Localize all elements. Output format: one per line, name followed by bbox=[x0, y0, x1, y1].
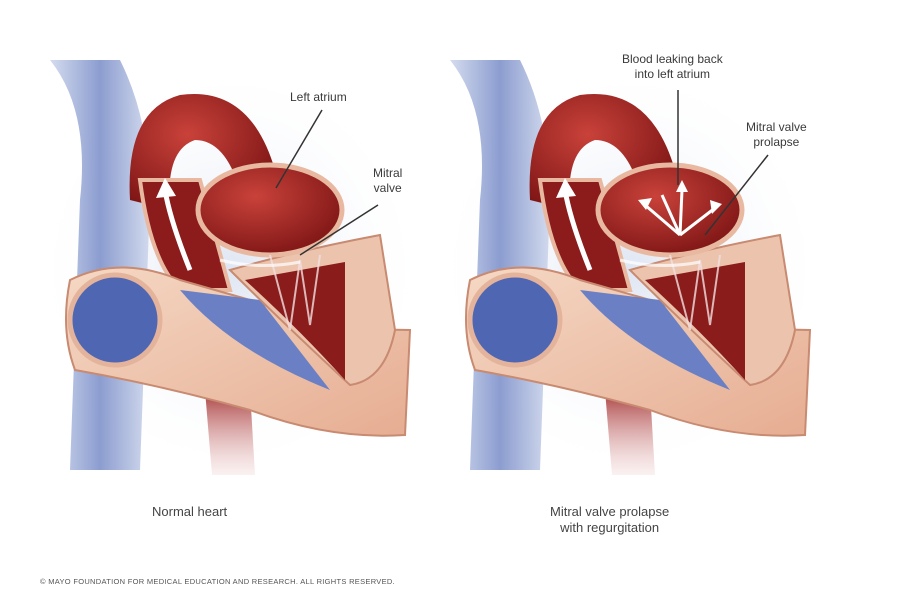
caption-prolapse-line1: Mitral valve prolapse bbox=[550, 504, 670, 519]
label-prolapse-line1: Mitral valve bbox=[746, 120, 807, 134]
label-prolapse-line2: prolapse bbox=[753, 135, 800, 149]
label-mitral-valve-line2: valve bbox=[373, 181, 402, 195]
copyright-notice: © MAYO FOUNDATION FOR MEDICAL EDUCATION … bbox=[40, 577, 395, 586]
label-mitral-valve: Mitral valve bbox=[373, 166, 402, 196]
leader-lines bbox=[275, 90, 769, 256]
label-left-atrium: Left atrium bbox=[290, 90, 347, 104]
label-mitral-valve-line1: Mitral bbox=[373, 166, 403, 180]
caption-normal-heart: Normal heart bbox=[152, 504, 228, 519]
label-mitral-valve-prolapse: Mitral valve prolapse bbox=[746, 120, 807, 150]
regurgitation-arrows bbox=[644, 189, 716, 237]
label-blood-leaking-line2: into left atrium bbox=[634, 67, 711, 81]
label-blood-leaking-line1: Blood leaking back bbox=[622, 52, 723, 66]
normal-heart-illustration bbox=[30, 60, 430, 480]
caption-prolapse-line2: with regurgitation bbox=[560, 520, 660, 535]
caption-prolapse: Mitral valve prolapse with regurgitation bbox=[550, 504, 669, 536]
label-blood-leaking: Blood leaking back into left atrium bbox=[622, 52, 723, 82]
